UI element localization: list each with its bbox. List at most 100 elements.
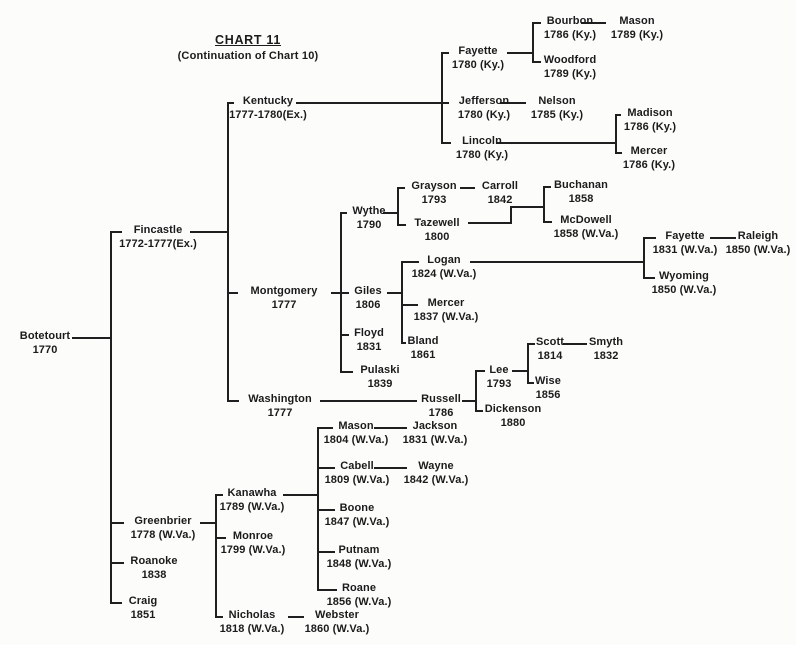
connector-line xyxy=(340,292,349,294)
county-name: Lincoln xyxy=(462,135,502,147)
connector-line xyxy=(510,206,543,208)
county-date: 1793 xyxy=(421,193,447,206)
county-name: Fincastle xyxy=(133,224,183,236)
county-name: Mason xyxy=(338,420,374,432)
connector-line xyxy=(317,467,335,469)
county-name: Giles xyxy=(354,285,382,297)
county-date: 1804 (W.Va.) xyxy=(323,433,389,446)
county-date: 1847 (W.Va.) xyxy=(324,515,390,528)
connector-line xyxy=(615,152,622,154)
connector-line xyxy=(460,187,475,189)
county-name: Russell xyxy=(421,393,461,405)
connector-line xyxy=(441,52,449,54)
connector-line xyxy=(110,231,112,604)
county-name: Washington xyxy=(248,393,312,405)
connector-line xyxy=(475,370,477,412)
connector-line xyxy=(475,410,483,412)
connector-line xyxy=(227,102,234,104)
node-kentucky: Kentucky 1777-1780(Ex.) xyxy=(226,95,310,122)
node-scott: Scott 1814 xyxy=(530,336,570,363)
connector-line xyxy=(441,102,449,104)
chart-title-block: CHART 11 (Continuation of Chart 10) xyxy=(158,33,338,62)
county-name: Wyoming xyxy=(659,270,709,282)
node-tazewell: Tazewell 1800 xyxy=(407,217,467,244)
county-date: 1809 (W.Va.) xyxy=(324,473,390,486)
county-name: Cabell xyxy=(340,460,374,472)
node-wythe: Wythe 1790 xyxy=(346,205,392,232)
node-woodford: Woodford 1789 (Ky.) xyxy=(537,54,603,81)
county-name: Madison xyxy=(627,107,673,119)
node-boone: Boone 1847 (W.Va.) xyxy=(321,502,393,529)
county-name: Carroll xyxy=(481,180,519,192)
node-raleigh: Raleigh 1850 (W.Va.) xyxy=(721,230,795,257)
county-date: 1777-1780(Ex.) xyxy=(229,108,307,121)
connector-line xyxy=(215,494,223,496)
county-name: Nicholas xyxy=(228,609,276,621)
county-name: Mercer xyxy=(630,145,668,157)
node-nicholas: Nicholas 1818 (W.Va.) xyxy=(212,609,292,636)
county-date: 1790 xyxy=(356,218,382,231)
node-carroll: Carroll 1842 xyxy=(475,180,525,207)
node-mercer-wv: Mercer 1837 (W.Va.) xyxy=(407,297,485,324)
connector-line xyxy=(462,400,475,402)
node-mercer-ky: Mercer 1786 (Ky.) xyxy=(616,145,682,172)
county-date: 1799 (W.Va.) xyxy=(220,543,286,556)
connector-line xyxy=(401,261,403,344)
county-name: Putnam xyxy=(338,544,380,556)
connector-line xyxy=(581,22,606,24)
connector-line xyxy=(543,221,552,223)
county-date: 1831 (W.Va.) xyxy=(402,433,468,446)
node-jefferson: Jefferson 1780 (Ky.) xyxy=(450,95,518,122)
connector-line xyxy=(497,142,615,144)
connector-line xyxy=(532,22,534,63)
county-date: 1793 xyxy=(486,377,512,390)
node-fincastle: Fincastle 1772-1777(Ex.) xyxy=(114,224,202,251)
county-date: 1786 (Ky.) xyxy=(623,120,677,133)
county-name: Monroe xyxy=(232,530,274,542)
county-date: 1839 xyxy=(367,377,393,390)
county-name: Fayette xyxy=(665,230,705,242)
node-bourbon: Bourbon 1786 (Ky.) xyxy=(538,15,602,42)
county-name: Smyth xyxy=(588,336,624,348)
node-monroe: Monroe 1799 (W.Va.) xyxy=(215,530,291,557)
county-name: Scott xyxy=(536,336,564,348)
connector-line xyxy=(615,114,617,154)
county-name: Mason xyxy=(619,15,655,27)
connector-line xyxy=(331,292,340,294)
connector-line xyxy=(288,616,304,618)
connector-line xyxy=(374,467,407,469)
county-name: Jefferson xyxy=(458,95,510,107)
connector-line xyxy=(227,102,229,402)
connector-line xyxy=(532,61,541,63)
node-bland: Bland 1861 xyxy=(401,335,445,362)
county-date: 1856 (W.Va.) xyxy=(326,595,392,608)
connector-line xyxy=(397,187,405,189)
connector-line xyxy=(110,522,124,524)
county-date: 1786 xyxy=(428,406,454,419)
county-name: Lee xyxy=(489,364,509,376)
county-date: 1848 (W.Va.) xyxy=(326,557,392,570)
county-date: 1850 (W.Va.) xyxy=(651,283,717,296)
connector-line xyxy=(475,370,485,372)
county-date: 1789 (W.Va.) xyxy=(219,500,285,513)
chart-title: CHART 11 xyxy=(214,33,282,47)
connector-line xyxy=(401,304,418,306)
county-name: Nelson xyxy=(538,95,576,107)
node-wyoming: Wyoming 1850 (W.Va.) xyxy=(646,270,722,297)
node-fayette-ky: Fayette 1780 (Ky.) xyxy=(446,45,510,72)
node-craig: Craig 1851 xyxy=(121,595,165,622)
connector-line xyxy=(397,187,399,226)
connector-line xyxy=(200,522,215,524)
node-roanoke: Roanoke 1838 xyxy=(124,555,184,582)
county-date: 1789 (Ky.) xyxy=(543,67,597,80)
county-name: Pulaski xyxy=(360,364,400,376)
county-date: 1842 (W.Va.) xyxy=(403,473,469,486)
node-kanawha: Kanawha 1789 (W.Va.) xyxy=(214,487,290,514)
connector-line xyxy=(468,222,510,224)
node-smyth: Smyth 1832 xyxy=(584,336,628,363)
county-date: 1786 (Ky.) xyxy=(543,28,597,41)
county-date: 1850 (W.Va.) xyxy=(725,243,791,256)
connector-line xyxy=(643,237,645,279)
node-grayson: Grayson 1793 xyxy=(405,180,463,207)
